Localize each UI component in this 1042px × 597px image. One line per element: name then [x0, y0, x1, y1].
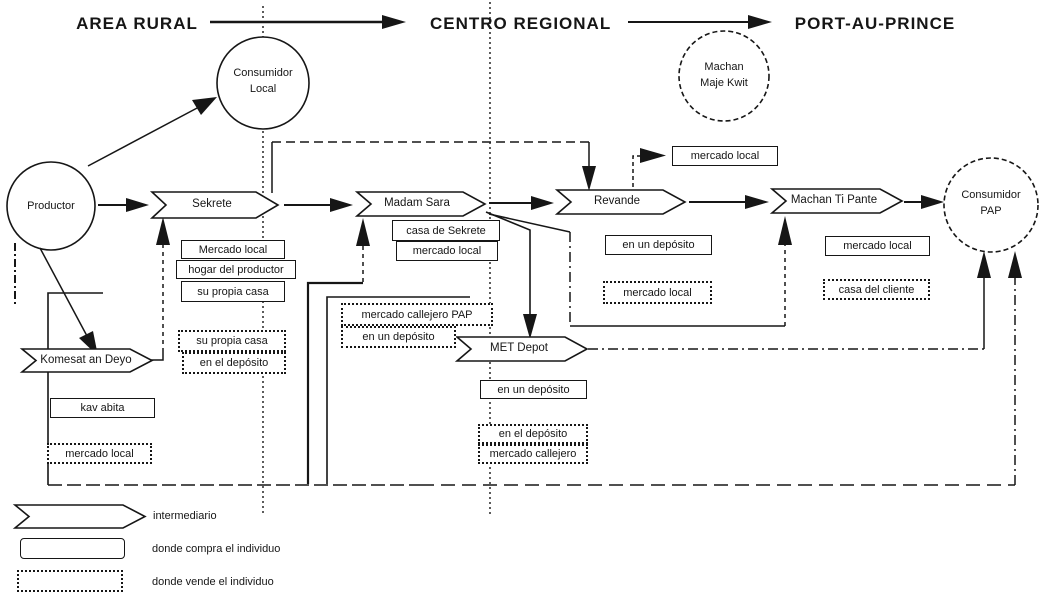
region-title-centro-regional: CENTRO REGIONAL [430, 14, 612, 33]
machan-maje-kwit-line2: Maje Kwit [700, 76, 748, 89]
legend-compra-label: donde compra el individuo [152, 543, 281, 555]
sell-box-revande-mercado-local: mercado local [603, 281, 712, 304]
met-depot-chevron [454, 336, 589, 362]
madam-sara-label: Madam Sara [384, 197, 450, 209]
region-title-port-au-prince: PORT-AU-PRINCE [794, 14, 956, 33]
buy-box-komesat-kav-abita: kav abita [50, 398, 155, 418]
komesat-an-deyo-chevron [19, 348, 154, 373]
consumidor-pap-line2: PAP [980, 204, 1002, 217]
sekrete-label: Sekrete [192, 198, 232, 210]
productor-label: Productor [27, 200, 75, 212]
machan-maje-kwit-circle [678, 30, 770, 122]
buy-box-revande-en-un-deposito: en un depósito [605, 235, 712, 255]
legend-buy-shape [20, 538, 125, 559]
consumidor-local-label: Consumidor Local [223, 66, 303, 98]
buy-box-sekrete-hogar-productor: hogar del productor [176, 260, 296, 279]
sekrete-chevron [149, 191, 280, 219]
buy-box-madam-sara-mercado-local: mercado local [396, 241, 498, 261]
sell-box-met-en-el-deposito: en el depósito [478, 424, 588, 444]
consumidor-local-line2: Local [249, 82, 277, 95]
buy-box-sekrete-mercado-local: Mercado local [181, 240, 285, 259]
met-depot-label: MET Depot [490, 342, 548, 354]
actor-circles [6, 30, 1039, 253]
buy-box-revande-mercado-local-top: mercado local [672, 146, 778, 166]
buy-box-sekrete-su-propia-casa: su propia casa [181, 281, 285, 302]
consumidor-local-circle [216, 36, 310, 130]
legend-intermediario-label: intermediario [153, 510, 217, 522]
sell-box-sekrete-su-propia-casa: su propia casa [178, 330, 286, 352]
consumidor-local-line1: Consumidor [233, 67, 293, 79]
madam-sara-chevron [354, 191, 487, 217]
buy-box-met-en-un-deposito: en un depósito [480, 380, 587, 399]
consumidor-pap-label: Consumidor PAP [951, 188, 1031, 220]
consumidor-pap-circle [943, 157, 1039, 253]
sell-box-madam-sara-mercado-callejero-pap: mercado callejero PAP [341, 303, 493, 326]
komesat-an-deyo-label: Komesat an Deyo [40, 354, 132, 366]
flow-connectors [14, 97, 1022, 486]
legend-sell-shape [17, 570, 123, 592]
sell-box-komesat-mercado-local: mercado local [47, 443, 152, 464]
consumidor-pap-line1: Consumidor [961, 189, 1021, 201]
machan-maje-kwit-label: Machan Maje Kwit [684, 60, 764, 92]
sell-box-sekrete-en-el-deposito: en el depósito [182, 352, 286, 374]
productor-circle [6, 161, 96, 251]
legend-intermediary-shape [12, 504, 147, 529]
region-flow-arrows [210, 15, 772, 29]
revande-label: Revande [593, 195, 641, 207]
sell-box-met-mercado-callejero: mercado callejero [478, 444, 588, 464]
intermediary-chevrons [12, 188, 904, 529]
buy-box-madam-sara-casa-sekrete: casa de Sekrete [392, 220, 500, 241]
buy-box-machan-mercado-local: mercado local [825, 236, 930, 256]
machan-ti-pante-chevron [769, 188, 904, 214]
region-title-area-rural: AREA RURAL [76, 14, 198, 33]
machan-ti-pante-label: Machan Ti Pante [790, 194, 878, 206]
sell-box-machan-casa-del-cliente: casa del cliente [823, 279, 930, 300]
legend-vende-label: donde vende el individuo [152, 576, 274, 588]
revande-chevron [554, 189, 687, 215]
sell-box-madam-sara-en-un-deposito: en un depósito [341, 326, 456, 348]
machan-maje-kwit-line1: Machan [704, 61, 744, 73]
